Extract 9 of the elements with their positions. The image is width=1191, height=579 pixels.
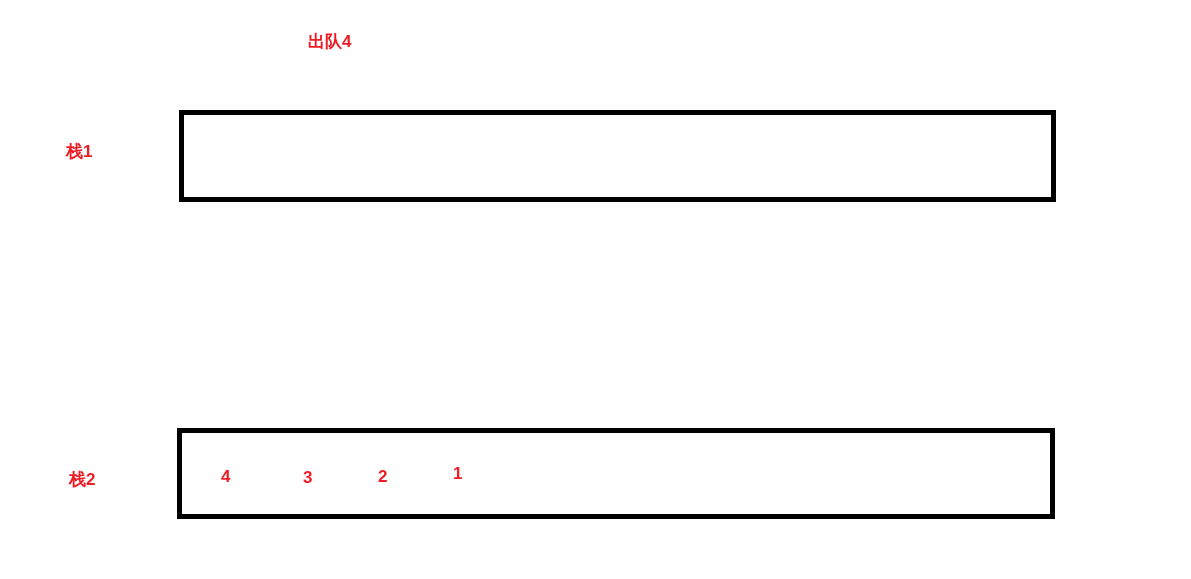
element-value: 2 [378,467,388,487]
element-value: 3 [303,468,313,488]
stack-label: 栈2 [69,470,96,490]
stack-box [177,428,1055,519]
element-value: 1 [453,464,463,484]
stack-box [179,110,1056,202]
element-value: 4 [221,467,231,487]
stack-label: 栈1 [66,142,93,162]
note-label: 出队4 [308,32,352,52]
